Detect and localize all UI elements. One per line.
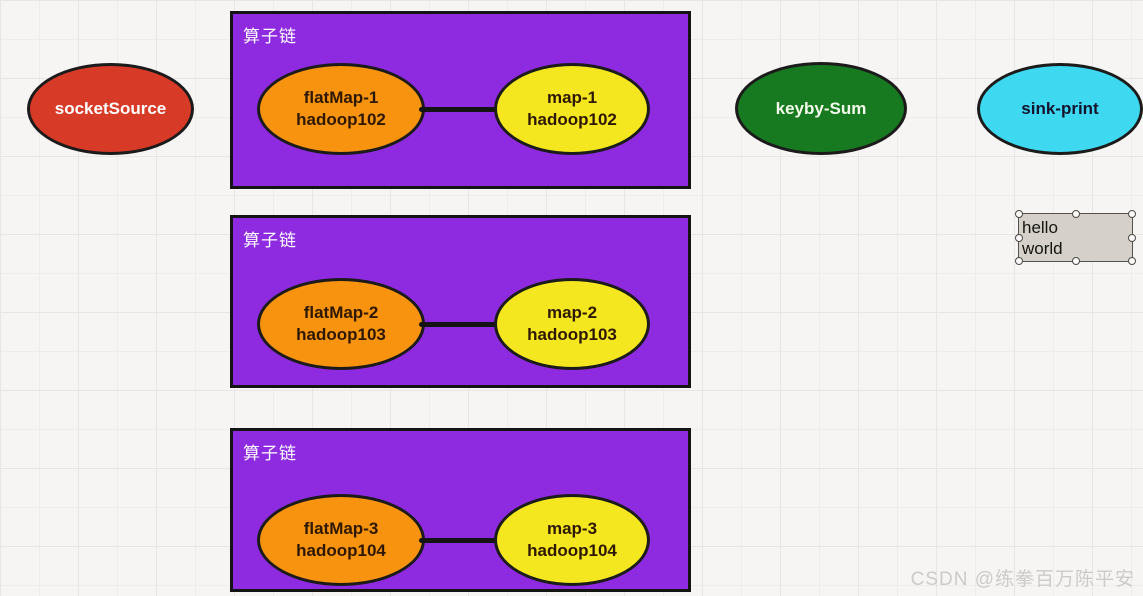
operator-chain-box-2[interactable]: 算子链 flatMap-2 hadoop103 map-2 hadoop103: [230, 215, 691, 388]
chain-title: 算子链: [243, 444, 297, 463]
flatmap-name: flatMap-3: [303, 519, 379, 538]
connector-line-1[interactable]: [419, 107, 501, 112]
operator-chain-box-3[interactable]: 算子链 flatMap-3 hadoop104 map-3 hadoop104: [230, 428, 691, 592]
map-2-ellipse[interactable]: map-2 hadoop103: [494, 278, 650, 370]
connector-line-2[interactable]: [419, 322, 501, 327]
map-3-ellipse[interactable]: map-3 hadoop104: [494, 494, 650, 586]
selection-handle-s[interactable]: [1072, 257, 1080, 265]
keyby-sum-ellipse[interactable]: keyby-Sum: [735, 62, 907, 155]
map-host: hadoop104: [527, 541, 617, 560]
flatmap-host: hadoop102: [296, 110, 386, 129]
selection-handle-w[interactable]: [1015, 234, 1023, 242]
text-box-line: world: [1022, 239, 1063, 258]
selection-handle-sw[interactable]: [1015, 257, 1023, 265]
connector-line-3[interactable]: [419, 538, 501, 543]
selection-handle-e[interactable]: [1128, 234, 1136, 242]
flatmap-1-ellipse[interactable]: flatMap-1 hadoop102: [257, 63, 425, 155]
sink-print-ellipse[interactable]: sink-print: [977, 63, 1143, 155]
flatmap-name: flatMap-1: [303, 88, 379, 107]
selection-handle-n[interactable]: [1072, 210, 1080, 218]
map-name: map-1: [546, 88, 598, 107]
chain-title: 算子链: [243, 27, 297, 46]
flatmap-host: hadoop103: [296, 325, 386, 344]
text-box[interactable]: hello world: [1015, 210, 1136, 265]
map-host: hadoop102: [527, 110, 617, 129]
selection-handle-se[interactable]: [1128, 257, 1136, 265]
map-name: map-3: [546, 519, 598, 538]
selection-handle-ne[interactable]: [1128, 210, 1136, 218]
sink-label: sink-print: [1021, 99, 1099, 118]
operator-chain-box-1[interactable]: 算子链 flatMap-1 hadoop102 map-1 hadoop102: [230, 11, 691, 189]
selection-handle-nw[interactable]: [1015, 210, 1023, 218]
source-label: socketSource: [54, 99, 167, 118]
map-name: map-2: [546, 303, 598, 322]
keyby-label: keyby-Sum: [775, 98, 867, 118]
flatmap-name: flatMap-2: [303, 303, 379, 322]
watermark: CSDN @练拳百万陈平安: [910, 569, 1135, 590]
map-1-ellipse[interactable]: map-1 hadoop102: [494, 63, 650, 155]
flatmap-host: hadoop104: [296, 541, 386, 560]
map-host: hadoop103: [527, 325, 617, 344]
source-ellipse[interactable]: socketSource: [27, 63, 194, 155]
flatmap-3-ellipse[interactable]: flatMap-3 hadoop104: [257, 494, 425, 586]
chain-title: 算子链: [243, 231, 297, 250]
flatmap-2-ellipse[interactable]: flatMap-2 hadoop103: [257, 278, 425, 370]
text-box-line: hello: [1022, 218, 1058, 237]
